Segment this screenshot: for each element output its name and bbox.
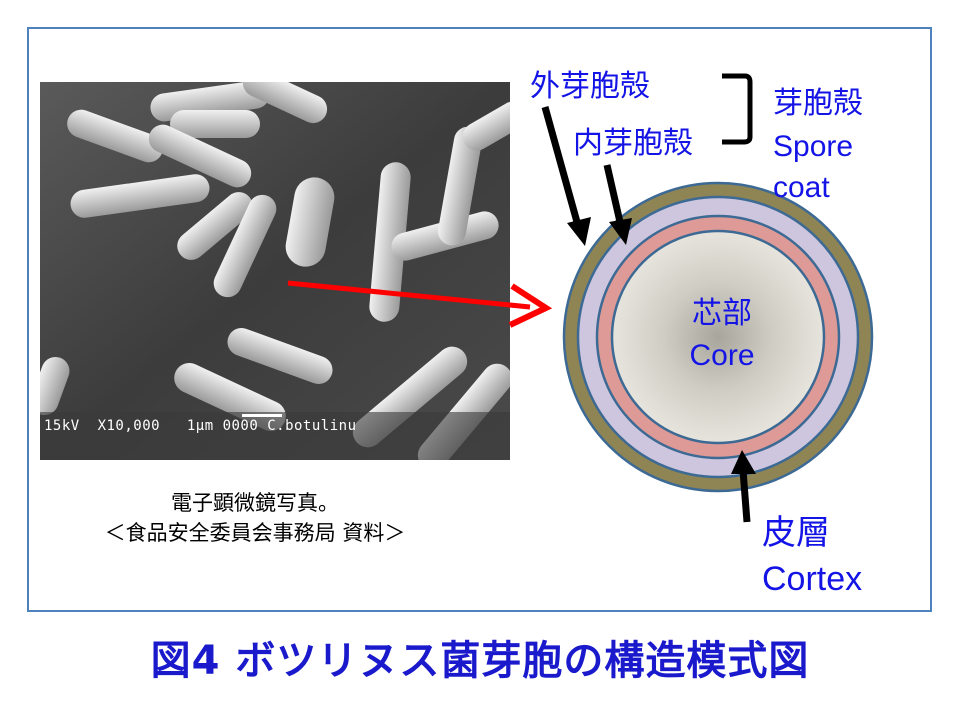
spore-coat-en-1: Spore <box>773 130 854 163</box>
core-label: 芯部 Core <box>672 293 772 377</box>
sem-info-text: 15kV X10,000 1µm 0000 C.botulinu <box>44 418 357 434</box>
core-layer <box>610 229 826 445</box>
cortex-arrow <box>731 450 756 523</box>
outer-coat-arrow <box>541 106 591 246</box>
core-en: Core <box>689 339 755 372</box>
caption-line-2: ＜食品安全委員会事務局 資料＞ <box>104 521 406 545</box>
outer-coat-label: 外芽胞殻 <box>530 70 650 103</box>
cortex-label: 皮層 Cortex <box>762 510 862 602</box>
inner-coat-label: 内芽胞殻 <box>573 127 693 160</box>
inner-coat-arrow <box>603 164 632 245</box>
red-arrow <box>287 280 553 328</box>
figure-title: 図4 ボツリヌス菌芽胞の構造模式図 <box>150 638 810 684</box>
figure-frame <box>27 27 932 612</box>
cortex-jp: 皮層 <box>762 514 830 552</box>
cortex-en: Cortex <box>762 560 863 598</box>
caption-line-1: 電子顕微鏡写真。 <box>171 491 339 515</box>
spore-coat-bracket <box>722 73 753 145</box>
spore-coat-label: 芽胞殻 Spore coat <box>773 82 863 209</box>
core-jp: 芯部 <box>692 297 752 330</box>
photo-caption: 電子顕微鏡写真。 ＜食品安全委員会事務局 資料＞ <box>40 488 470 548</box>
spore-coat-jp: 芽胞殻 <box>773 87 863 120</box>
spore-coat-en-2: coat <box>773 171 830 204</box>
electron-micrograph <box>40 82 510 460</box>
